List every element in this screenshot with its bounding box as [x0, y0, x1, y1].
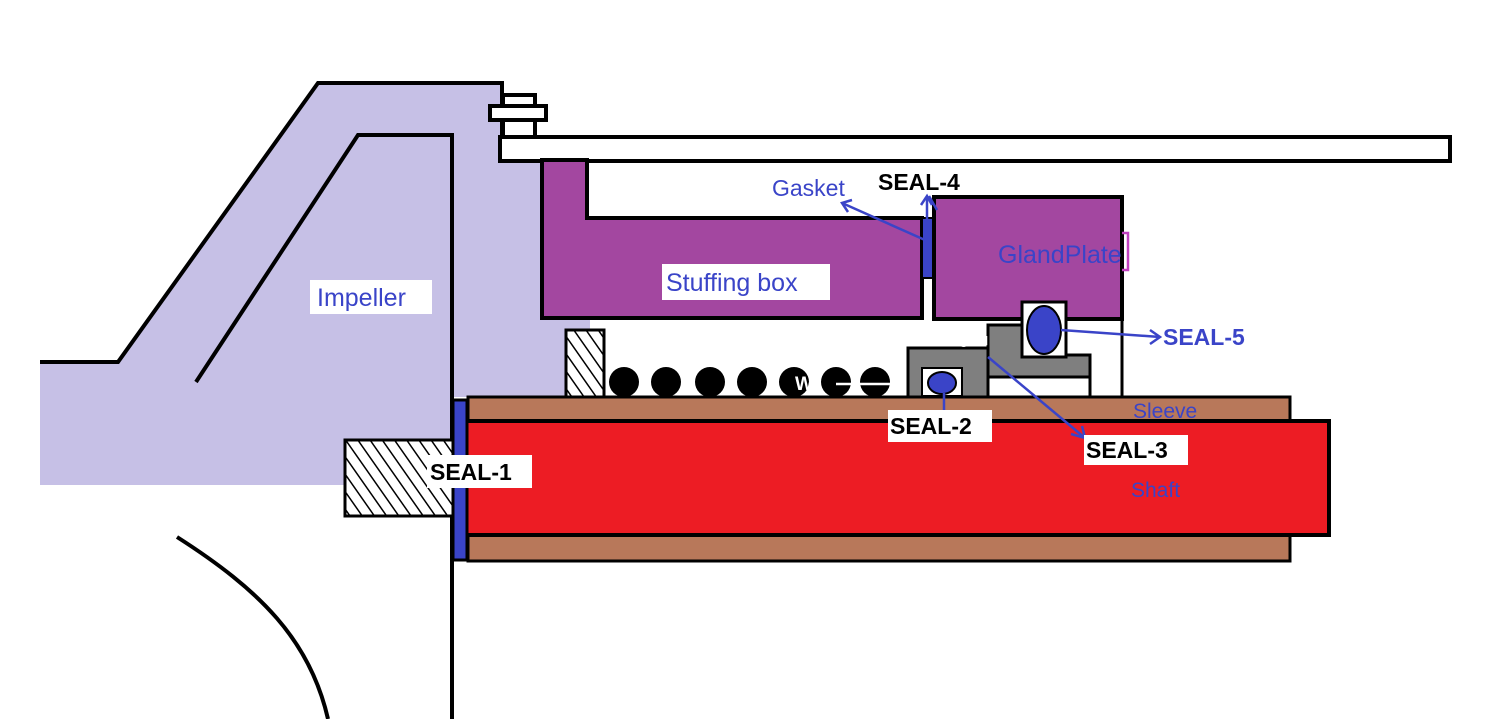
- seal-4-label: SEAL-4: [878, 169, 960, 195]
- seal-2-oring: [927, 371, 957, 395]
- spring-retainer: [564, 328, 606, 399]
- seal-3-pointer: [987, 356, 1086, 439]
- gland-plate: [932, 195, 1124, 321]
- spring-coil: [821, 367, 851, 397]
- seal-4-pointer-2: [927, 195, 939, 211]
- wo-sub: O: [959, 336, 968, 350]
- wh-arrow-head: [889, 346, 903, 362]
- spring-coil: [695, 367, 725, 397]
- force-arrows: [836, 336, 988, 392]
- stuffing-box-label: Stuffing box: [666, 269, 798, 297]
- wh-main: W: [795, 341, 813, 362]
- seal-3-label: SEAL-3: [1086, 437, 1168, 463]
- seal-1-label: SEAL-1: [430, 459, 512, 485]
- gasket-label: Gasket: [772, 175, 845, 201]
- spring-coil: [737, 367, 767, 397]
- spring-coil: [609, 367, 639, 397]
- sleeve-label: Sleeve: [1133, 400, 1197, 423]
- spring-coil: [779, 367, 809, 397]
- seal-4-pointer-head: [919, 193, 934, 206]
- sleeve-bottom: [466, 532, 1292, 563]
- gasket-pointer: [841, 201, 926, 242]
- impeller-label: Impeller: [317, 284, 406, 312]
- seal-1-label-bg: [427, 455, 532, 488]
- seal-5-pointer-head: [1149, 328, 1163, 346]
- shaft-label: Shaft: [1131, 479, 1180, 502]
- seal-2-label: SEAL-2: [890, 413, 972, 439]
- stuffing-box-label-bg: [662, 264, 830, 300]
- spring-coil: [651, 367, 681, 397]
- spring-coils: [609, 367, 890, 397]
- wh-sub: H: [813, 351, 822, 365]
- seal-5-label: SEAL-5: [1163, 324, 1245, 350]
- housing-plate: [498, 135, 1452, 163]
- seal-5-oring: [1026, 305, 1062, 355]
- impeller-label-bg: [310, 280, 432, 314]
- ws-label: Ws: [795, 374, 820, 398]
- gland-plate-label: GlandPlate: [998, 241, 1122, 269]
- bolt-nut: [488, 104, 548, 122]
- spring-coil: [860, 367, 890, 397]
- wh-label: WH: [795, 341, 822, 365]
- pointer-arrows: [840, 193, 1163, 440]
- gasket-pointer-head: [840, 198, 853, 213]
- casing-curve: [175, 535, 330, 719]
- seal-3-label-bg: [1084, 435, 1188, 465]
- wo-label: WO: [941, 326, 968, 350]
- seal-2-label-bg: [888, 410, 992, 442]
- wo-main: W: [941, 326, 959, 347]
- seal-5-pointer: [1060, 328, 1161, 339]
- wo-arrow: [978, 336, 988, 346]
- ws-arrow-head: [893, 376, 907, 392]
- ws-sub: s: [813, 384, 820, 398]
- seal-gland-marker: [1122, 231, 1130, 272]
- ws-main: W: [795, 374, 813, 395]
